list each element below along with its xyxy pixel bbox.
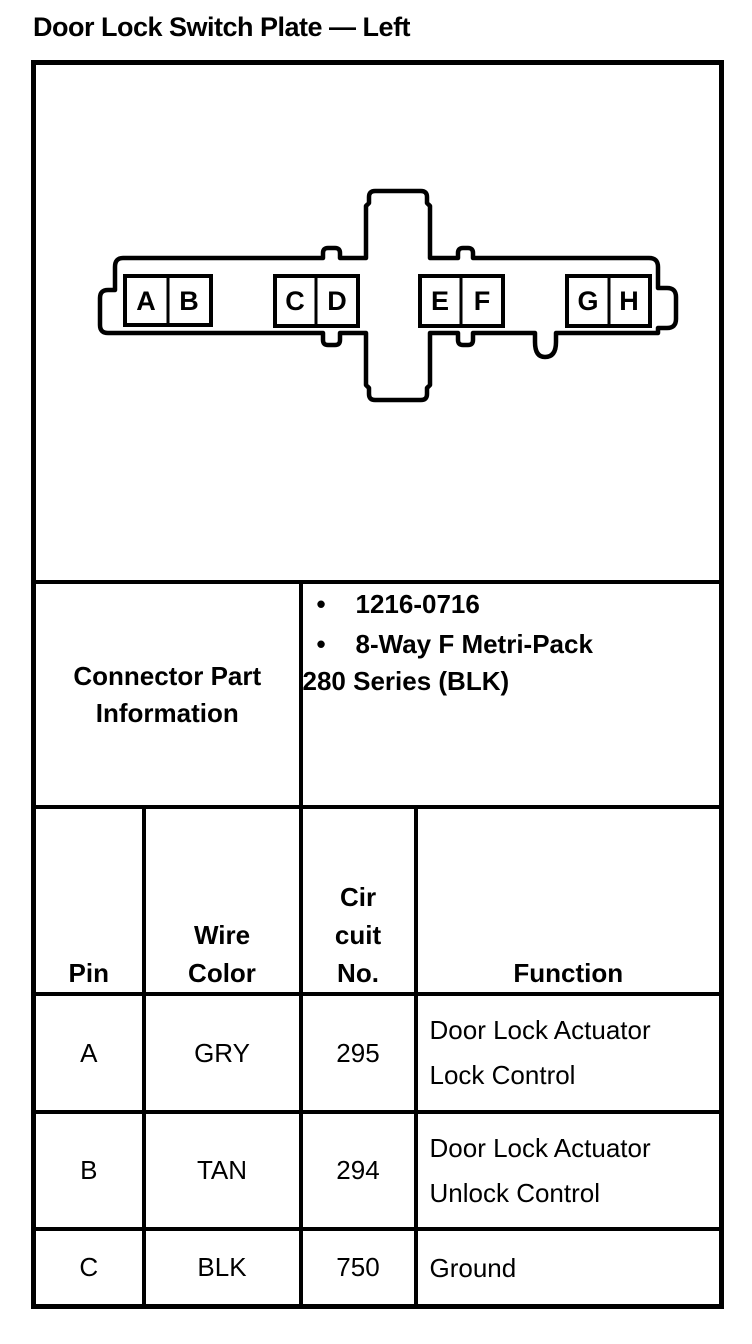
pin-cell: A: [31, 992, 146, 1114]
pin-label-g: G: [577, 286, 598, 316]
pin-cavity-pair-cd: C D: [273, 274, 360, 328]
pin-label-a: A: [136, 286, 156, 316]
pin-label-h: H: [619, 286, 639, 316]
diagram-row: A B C D E F: [31, 60, 724, 584]
col-header-pin: Pin: [31, 805, 146, 996]
circuit-no-cell: 294: [298, 1110, 418, 1231]
part-info-row: Connector Part Information • 1216-0716 • 8…: [31, 580, 724, 809]
part-type: 8-Way F Metri-Pack: [355, 629, 593, 659]
bullet-icon: •: [316, 629, 326, 659]
pin-label-b: B: [179, 286, 199, 316]
function-cell: Ground: [413, 1227, 724, 1309]
table-row-pin-c: C BLK 750 Ground: [31, 1227, 724, 1309]
table-row-pin-a: A GRY 295 Door Lock Actuator Lock Contro…: [31, 992, 724, 1114]
wire-color-cell: TAN: [141, 1110, 303, 1231]
part-type-line: • 8-Way F Metri-Pack: [303, 624, 720, 664]
circuit-no-cell: 295: [298, 992, 418, 1114]
page-title: Door Lock Switch Plate — Left: [33, 12, 411, 42]
connector-diagram: A B C D E F: [97, 188, 679, 403]
connector-diagram-cell: A B C D E F: [31, 60, 724, 584]
pin-table-header-row: Pin Wire Color Cir cuit No. Function: [31, 805, 724, 996]
connector-outline: [97, 188, 679, 403]
part-series: 280 Series (BLK): [302, 666, 510, 696]
col-header-circuit-no: Cir cuit No.: [298, 805, 418, 996]
function-cell: Door Lock Actuator Lock Control: [413, 992, 724, 1114]
part-number: 1216-0716: [355, 589, 480, 619]
part-number-line: • 1216-0716: [303, 584, 720, 624]
pin-label-e: E: [431, 286, 449, 316]
table-row-pin-b: B TAN 294 Door Lock Actuator Unlock Cont…: [31, 1110, 724, 1231]
connector-spec-table: A B C D E F: [31, 60, 724, 1309]
wire-color-cell: BLK: [141, 1227, 303, 1309]
circuit-no-cell: 750: [298, 1227, 418, 1309]
wire-color-cell: GRY: [141, 992, 303, 1114]
col-header-wire-color: Wire Color: [141, 805, 303, 996]
function-cell: Door Lock Actuator Unlock Control: [413, 1110, 724, 1231]
pin-label-f: F: [474, 286, 491, 316]
pin-cavity-pair-gh: G H: [565, 274, 652, 328]
connector-part-info-label: Connector Part Information: [31, 580, 303, 809]
pin-cavity-pair-ef: E F: [418, 274, 505, 328]
connector-part-details: • 1216-0716 • 8-Way F Metri-Pack 280 Serie…: [298, 580, 724, 809]
col-header-function: Function: [413, 805, 724, 996]
pin-cell: B: [31, 1110, 146, 1231]
pin-label-d: D: [327, 286, 347, 316]
pin-cell: C: [31, 1227, 146, 1309]
bullet-icon: •: [316, 589, 326, 619]
pin-cavity-pair-ab: A B: [123, 274, 213, 327]
pin-label-c: C: [285, 286, 305, 316]
